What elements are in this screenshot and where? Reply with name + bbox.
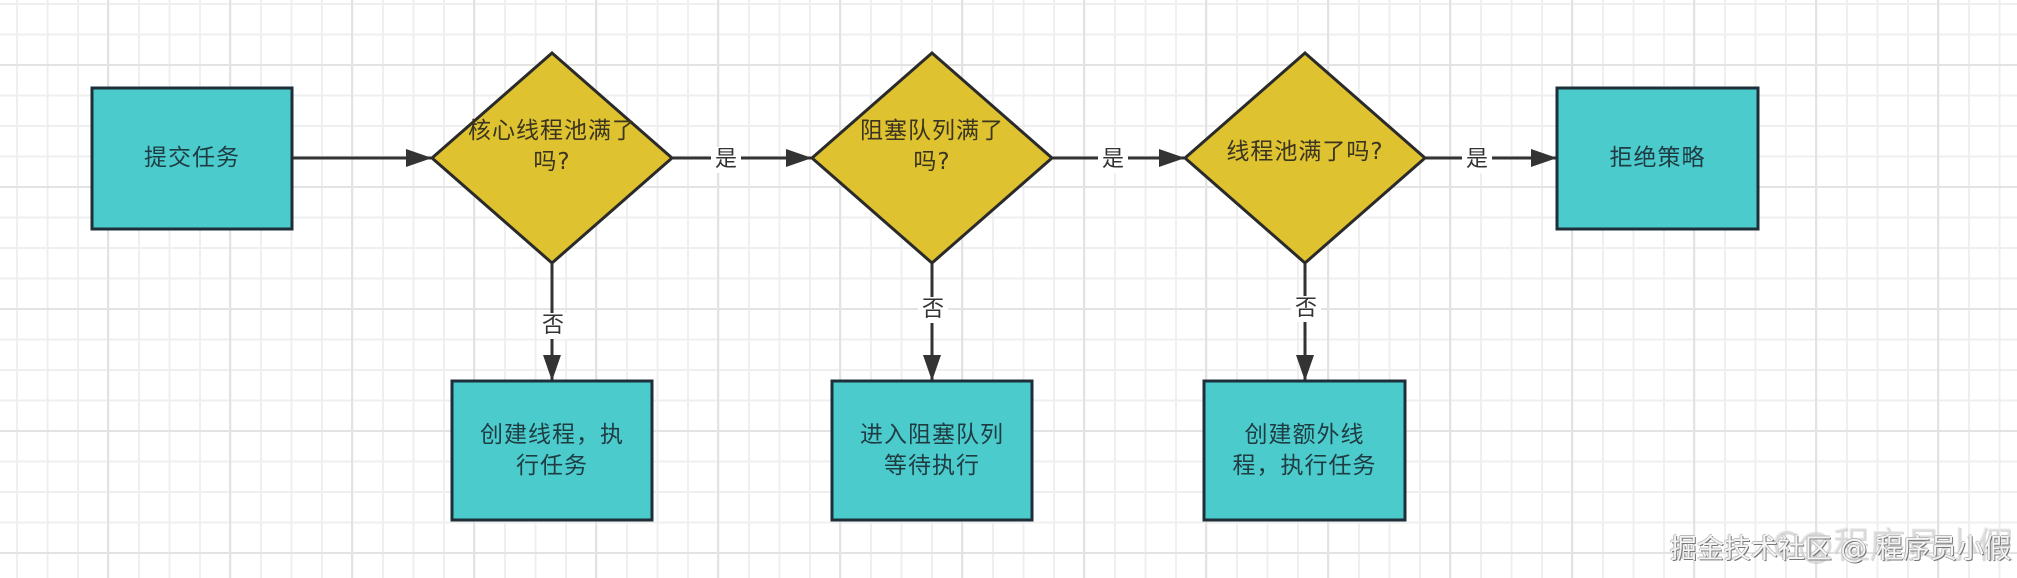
watermark: 掘金技术社区 @ 程序员小假 — [1669, 534, 2011, 565]
edge-label-queue-full-yes: 是 — [1097, 147, 1129, 173]
edge-label-core-full-yes: 是 — [710, 147, 742, 173]
edge-label-queue-full-no: 否 — [917, 297, 949, 323]
node-pool-full[interactable] — [1182, 51, 1428, 265]
node-create-core-thread[interactable] — [450, 379, 654, 522]
node-queue-full[interactable] — [809, 51, 1055, 265]
node-core-pool-full[interactable] — [429, 51, 675, 265]
decision-nodes — [429, 51, 1428, 265]
process-nodes — [90, 86, 1760, 522]
node-reject-policy[interactable] — [1555, 86, 1760, 231]
node-enqueue[interactable] — [830, 379, 1034, 522]
node-submit-task[interactable] — [90, 86, 294, 231]
edge-label-core-full-no: 否 — [537, 313, 569, 339]
edge-label-pool-full-no: 否 — [1290, 296, 1322, 322]
edge-label-pool-full-yes: 是 — [1461, 147, 1493, 173]
watermark-ghost: C@程序员小假 — [1771, 525, 2013, 566]
node-create-extra-thread[interactable] — [1202, 379, 1407, 522]
